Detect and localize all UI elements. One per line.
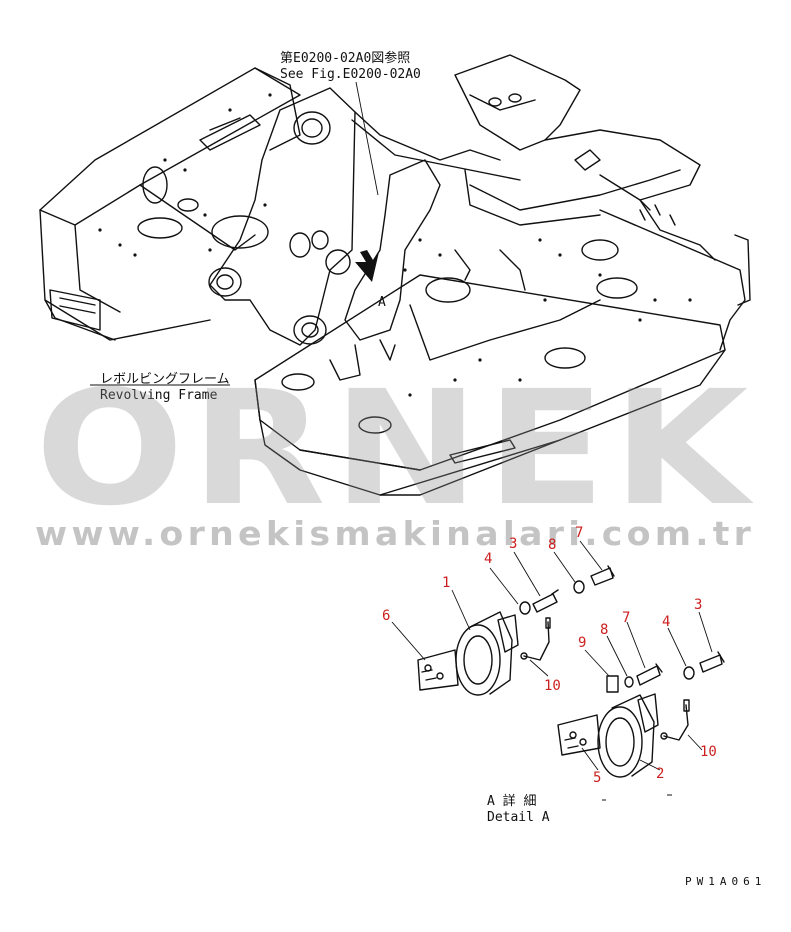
reference-note-en: See Fig.E0200-02A0 [280, 67, 421, 82]
view-letter: A [378, 295, 386, 310]
part-number-10-lower: 10 [700, 744, 717, 760]
detail-upper-horn [391, 540, 615, 696]
part-number-7-lower: 7 [622, 610, 630, 626]
part-number-8-lower: 8 [600, 622, 608, 638]
drawing-code: PW1A061 [685, 875, 766, 888]
part-number-6: 6 [382, 608, 390, 624]
part-number-10-upper: 10 [544, 678, 561, 694]
reference-note-jp: 第E0200-02A0図参照 [280, 50, 410, 66]
detail-caption-jp: A 詳 細 [487, 793, 536, 809]
part-number-3-lower: 3 [694, 597, 702, 613]
part-number-5: 5 [593, 770, 601, 786]
part-number-3-upper: 3 [509, 536, 517, 552]
part-number-9: 9 [578, 635, 586, 651]
watermark-brand: ORNEK [35, 357, 755, 541]
part-number-1: 1 [442, 575, 450, 591]
part-number-4-upper: 4 [484, 551, 492, 567]
frame-label-en: Revolving Frame [100, 388, 218, 403]
part-number-4-lower: 4 [662, 614, 670, 630]
detail-caption-en: Detail A [487, 810, 550, 825]
revolving-frame-drawing: A [39, 54, 751, 496]
part-number-2: 2 [656, 766, 664, 782]
frame-label-jp: レボルビングフレーム [100, 372, 230, 387]
detail-lower-horn [557, 611, 725, 778]
part-number-7-upper: 7 [575, 525, 583, 541]
part-number-8-upper: 8 [548, 537, 556, 553]
part-number-labels: 1 4 3 8 7 6 10 9 8 7 4 3 2 5 10 [382, 525, 717, 786]
view-arrow-icon [355, 250, 379, 282]
frame-bolt-dots [98, 93, 692, 397]
watermark-url: www.ornekismakinalari.com.tr [35, 514, 755, 553]
